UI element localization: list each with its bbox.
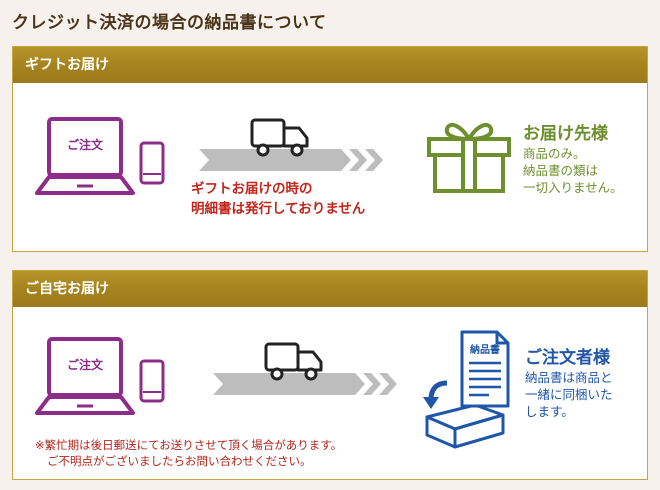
gift-invoice-note: ギフトお届けの時の 明細書は発行しておりません — [191, 179, 411, 219]
laptop-order-label: ご注文 — [66, 358, 103, 372]
gift-note-line1: ギフトお届けの時の — [191, 181, 313, 197]
home-delivery-section: ご自宅お届け ご注文 — [12, 270, 648, 480]
gift-delivery-section: ギフトお届け ご注文 ギフトお届けの時の 明 — [12, 46, 648, 252]
home-section-body: ご注文 — [13, 307, 647, 479]
home-footnote-line2: ご不明点がございましたらお問い合わせください。 — [47, 454, 312, 468]
laptop-order-label: ご注文 — [66, 138, 103, 152]
home-footnote: ※繁忙期は後日郵送にてお送りさせて頂く場合があります。 ご不明点がございましたら… — [35, 437, 342, 469]
gift-recipient-line3: 一切入りません。 — [523, 180, 623, 195]
invoice-document-icon — [460, 330, 510, 408]
package-box-icon — [423, 380, 505, 449]
smartphone-icon — [139, 141, 165, 185]
gift-recipient-line2: 納品書の類は — [523, 163, 599, 178]
smartphone-icon — [139, 359, 165, 403]
home-recipient-text: 納品書は商品と 一緒に同梱いた します。 — [525, 369, 613, 420]
home-recipient-line2: 一緒に同梱いた — [525, 387, 613, 402]
gift-box-icon — [427, 122, 511, 193]
page-title: クレジット決済の場合の納品書について — [12, 13, 327, 33]
gift-recipient-title: お届け先様 — [523, 124, 608, 144]
home-recipient-title: ご注文者様 — [525, 348, 610, 368]
home-recipient-line3: します。 — [525, 404, 574, 419]
laptop-icon — [35, 337, 135, 415]
home-section-header: ご自宅お届け — [13, 271, 647, 307]
delivery-truck-icon — [250, 118, 309, 157]
gift-note-line2: 明細書は発行しておりません — [191, 201, 366, 217]
home-recipient-line1: 納品書は商品と — [525, 370, 613, 385]
gift-section-header: ギフトお届け — [13, 47, 647, 83]
gift-section-body: ご注文 ギフトお届けの時の 明細書は発行しておりません — [13, 83, 647, 251]
delivery-truck-icon — [264, 342, 323, 381]
chevron-arrow-icon — [199, 149, 383, 171]
gift-recipient-text: 商品のみ。 納品書の類は 一切入りません。 — [523, 145, 623, 196]
chevron-arrow-icon — [213, 373, 397, 395]
gift-recipient-line1: 商品のみ。 — [523, 146, 586, 161]
invoice-document-label: 納品書 — [470, 345, 500, 356]
laptop-icon — [35, 117, 135, 195]
home-footnote-line1: ※繁忙期は後日郵送にてお送りさせて頂く場合があります。 — [35, 438, 343, 452]
